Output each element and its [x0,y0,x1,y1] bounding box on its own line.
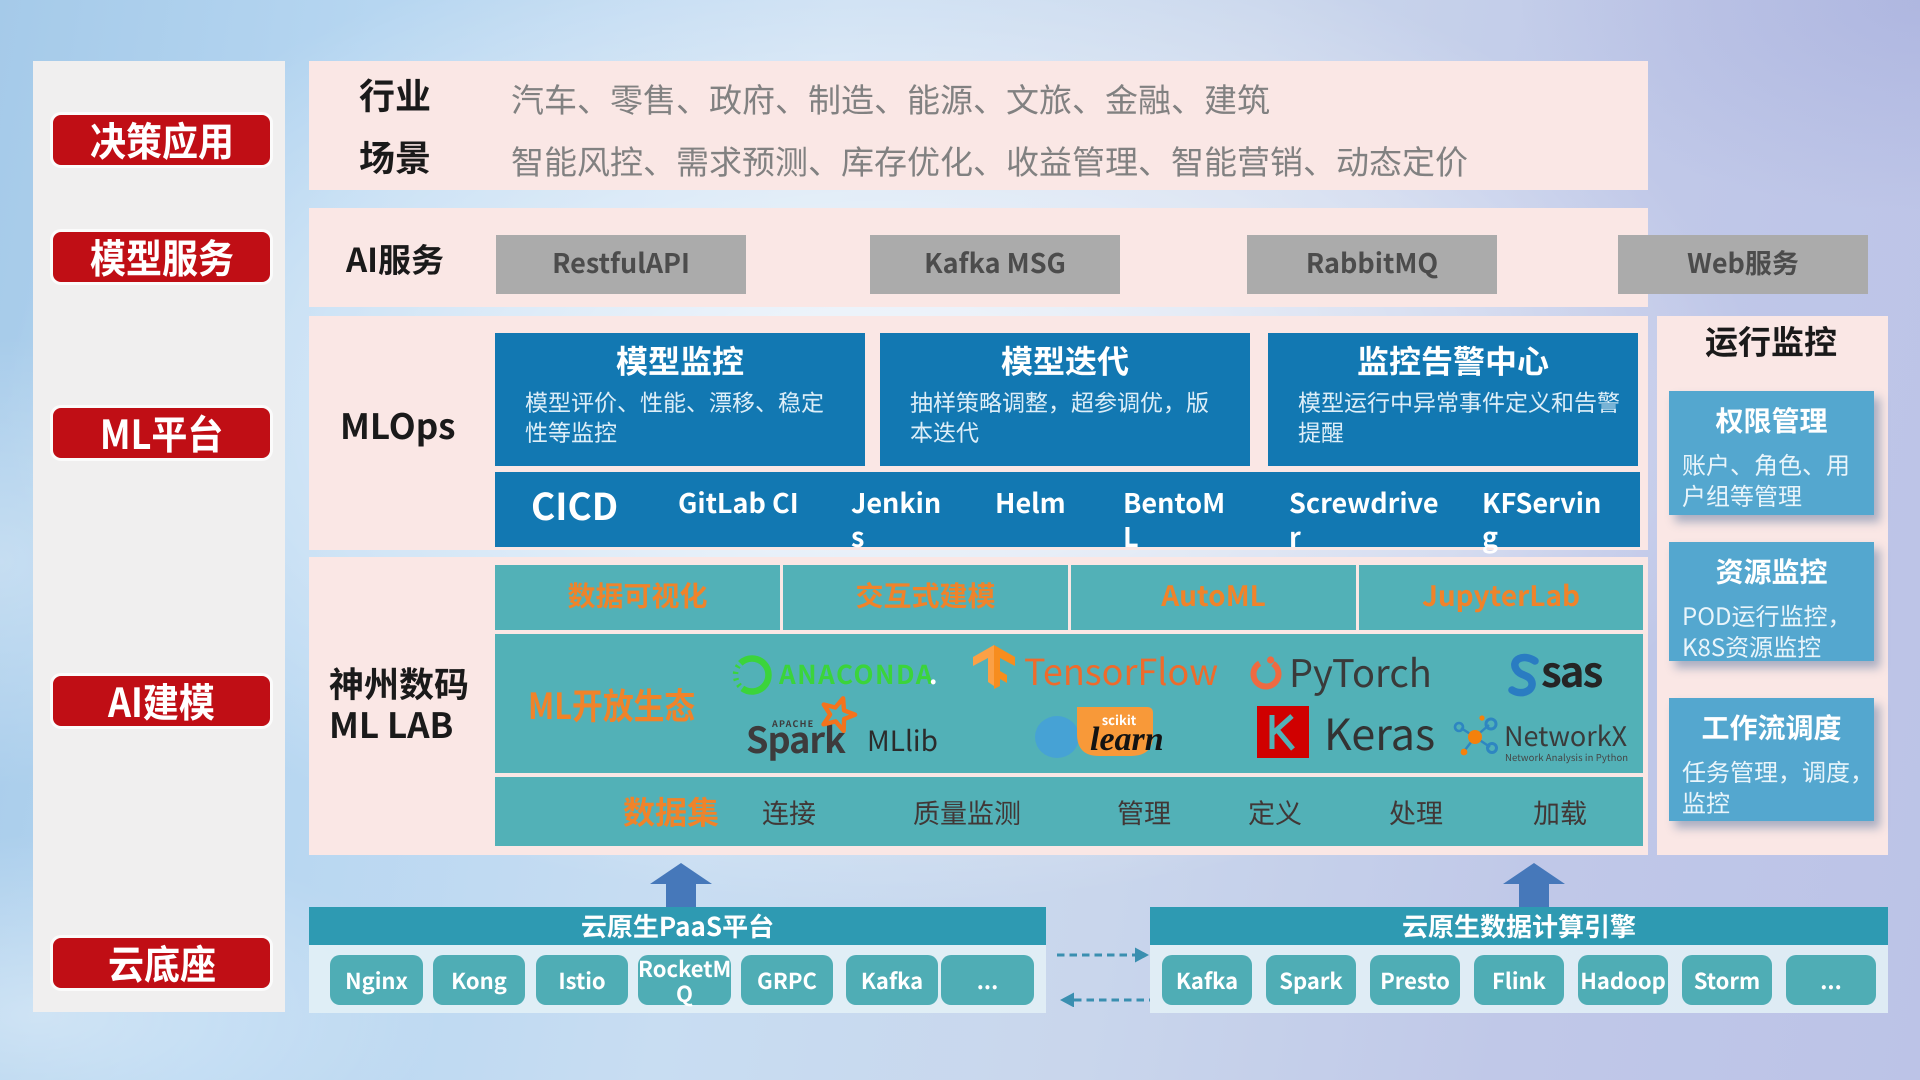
svg-text:PyTorch: PyTorch [1289,643,1432,698]
svg-text:Spark: Spark [746,712,846,764]
svg-text:NetworkX: NetworkX [1504,715,1628,754]
svg-text:TensorFlow: TensorFlow [1024,644,1218,696]
svg-text:APACHE: APACHE [771,717,814,730]
svg-text:scikit: scikit [1102,710,1137,729]
svg-text:Network Analysis in Python: Network Analysis in Python [1505,750,1628,764]
svg-text:learn: learn [1090,721,1164,758]
svg-text:Keras: Keras [1324,701,1435,763]
svg-text:.: . [929,655,937,692]
svg-text:MLlib: MLlib [867,720,938,760]
svg-text:ANACONDA: ANACONDA [778,655,934,692]
svg-text:sas: sas [1541,639,1603,700]
